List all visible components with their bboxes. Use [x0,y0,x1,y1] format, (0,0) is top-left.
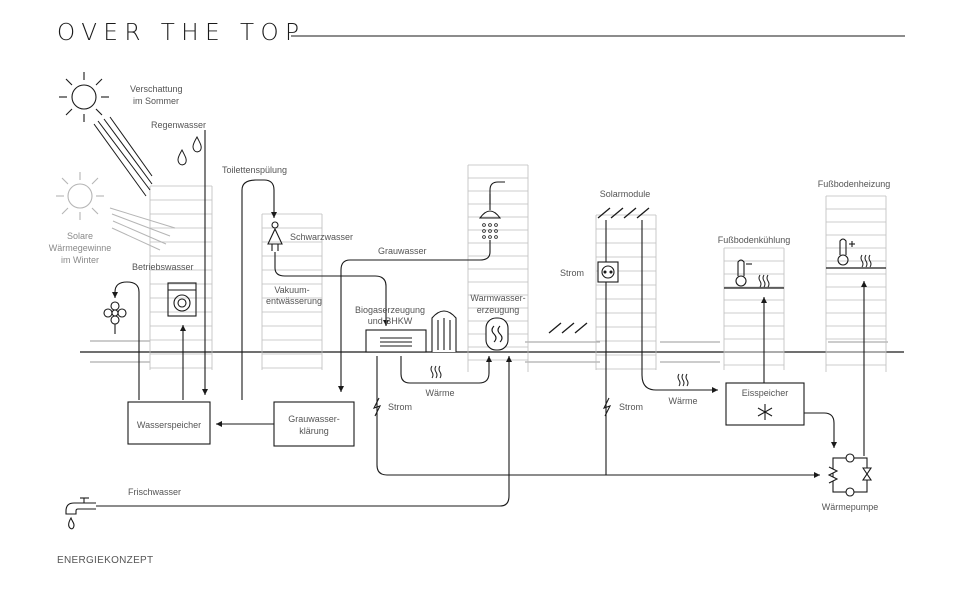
label-power-solar: Strom [619,402,643,412]
label-shading-line-2: im Sommer [133,96,179,106]
snowflake-icon [757,404,773,420]
heat-waves-icon [860,254,872,268]
footer-caption: ENERGIEKONZEPT [57,555,154,566]
label-hot-water-2: erzeugung [477,305,520,315]
heat-waves-icon [430,365,442,379]
person-icon [267,221,283,251]
label-fresh-water: Frischwasser [128,487,181,497]
label-heat-pump: Wärmepumpe [822,502,879,512]
water-storage-box [127,401,211,445]
washing-machine-icon [167,282,197,317]
label-rainwater: Regenwasser [151,120,206,130]
socket-icon [597,261,619,283]
heat-waves-icon [677,373,689,387]
biogas-tank-icon [365,329,427,353]
label-shading-line-1: Verschattung [130,84,183,94]
label-hot-water-1: Warmwasser- [470,293,525,303]
label-greywater-treatment-1: Grauwasser- [288,414,340,424]
boiler-icon [485,317,509,351]
silo-icon [431,310,457,352]
label-biogas-2: und BHKW [368,316,413,326]
label-toilet-flush: Toilettenspülung [222,165,287,175]
label-floor-heating: Fußbodenheizung [818,179,891,189]
solar-panel-icon [548,207,650,334]
diagram-labels: Verschattung im Sommer Regenwasser Solar… [49,84,891,512]
label-heat-bhkw: Wärme [426,388,455,398]
shower-icon [478,181,505,219]
label-vacuum-2: entwässerung [266,296,322,306]
sun-faded-icon [56,172,104,220]
building-facades [149,164,887,372]
label-heat-ice: Wärme [669,396,698,406]
heat-waves-icon [758,274,770,288]
label-solar-gain-1: Solare [67,231,93,241]
label-greywater: Grauwasser [378,246,427,256]
label-solar-gain-2: Wärmegewinne [49,243,112,253]
label-solar-modules: Solarmodule [600,189,651,199]
rain-drop-icon [177,135,202,166]
shower-drops [482,223,498,239]
sun-icon [59,72,109,122]
ground-lines-thin [90,340,888,363]
thermometer-icon [735,238,855,287]
summer-sun-rays [93,116,153,197]
label-blackwater: Schwarzwasser [290,232,353,242]
heat-waves-group [430,254,872,387]
flower-icon [103,301,127,334]
label-floor-cooling: Fußbodenkühlung [718,235,791,245]
label-power-socket: Strom [560,268,584,278]
heat-pump-icon [827,453,873,497]
label-service-water: Betriebswasser [132,262,194,272]
greywater-treatment-box [273,401,355,447]
label-ice-storage: Eisspeicher [742,388,789,398]
label-power-bhkw: Strom [388,402,412,412]
label-vacuum-1: Vakuum- [274,285,309,295]
flow-lines [96,130,867,507]
label-solar-gain-3: im Winter [61,255,99,265]
lightning-icon [372,397,612,417]
page-title: OVER THE TOP [57,20,306,46]
faucet-icon [65,497,96,530]
winter-sun-rays [109,207,176,251]
label-greywater-treatment-2: klärung [299,426,329,436]
label-biogas-1: Biogaserzeugung [355,305,425,315]
label-water-storage: Wasserspeicher [137,420,201,430]
